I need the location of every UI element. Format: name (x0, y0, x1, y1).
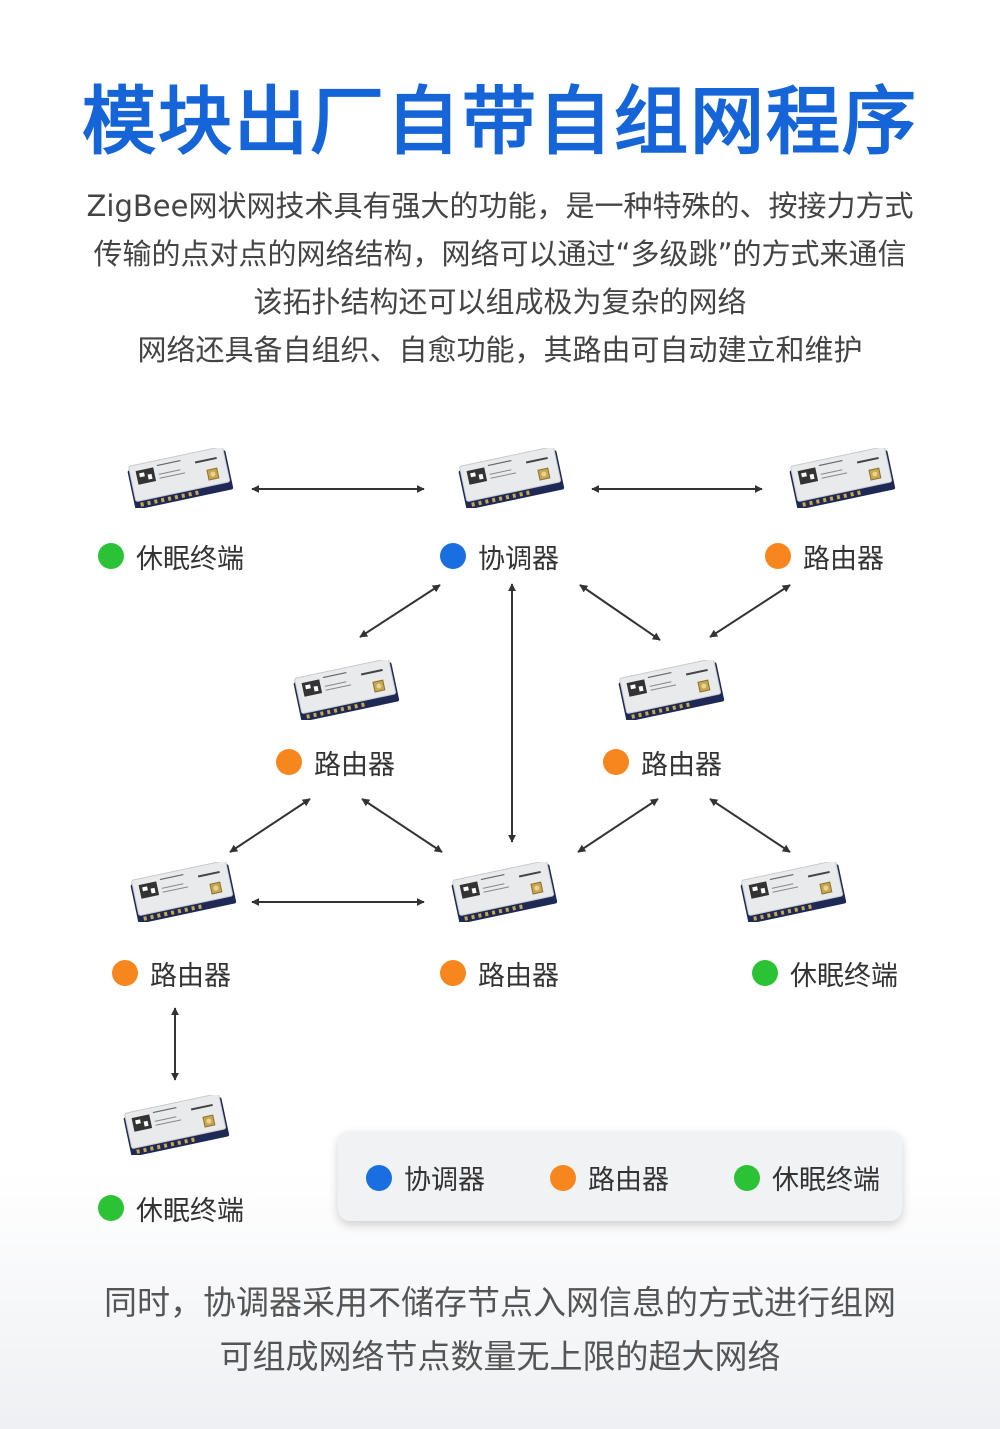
link-arrow (229, 798, 311, 853)
router-dot-icon (765, 543, 791, 569)
node-label-text: 休眠终端 (136, 1195, 244, 1227)
outro-line: 可组成网络节点数量无上限的超大网络 (219, 1337, 781, 1376)
node-label-end-device: 休眠终端 (98, 538, 244, 575)
router-dot-icon (276, 749, 302, 775)
intro-line: 传输的点对点的网络结构，网络可以通过“多级跳”的方式来通信 (93, 237, 907, 271)
node-label-end-device: 休眠终端 (752, 955, 898, 992)
end-device-dot-icon (98, 1195, 124, 1221)
router-dot-icon (550, 1164, 576, 1191)
legend-item-end-device: 休眠终端 (734, 1158, 880, 1197)
end-device-dot-icon (752, 960, 778, 986)
page-title: 模块出厂自带自组网程序 (82, 79, 918, 165)
legend-label: 休眠终端 (772, 1165, 880, 1196)
zigbee-module-image (615, 658, 727, 722)
legend-label: 协调器 (404, 1165, 485, 1196)
link-arrow (579, 584, 661, 641)
coordinator-dot-icon (440, 543, 466, 569)
outro-paragraph: 同时，协调器采用不储存节点入网信息的方式进行组网 可组成网络节点数量无上限的超大… (40, 1276, 960, 1384)
link-arrow (361, 798, 443, 853)
node-label-end-device: 休眠终端 (98, 1190, 244, 1227)
node-label-router: 路由器 (440, 955, 559, 992)
link-arrow (709, 798, 791, 853)
node-label-router: 路由器 (276, 744, 395, 781)
legend-item-router: 路由器 (550, 1158, 669, 1197)
node-label-text: 路由器 (150, 960, 231, 992)
end-device-dot-icon (98, 543, 124, 569)
node-label-text: 协调器 (478, 543, 559, 575)
intro-line: ZigBee网状网技术具有强大的功能，是一种特殊的、按接力方式 (86, 189, 914, 223)
link-arrow (359, 584, 441, 638)
node-label-text: 路由器 (314, 749, 395, 781)
outro-line: 同时，协调器采用不储存节点入网信息的方式进行组网 (104, 1283, 896, 1322)
intro-paragraph: ZigBee网状网技术具有强大的功能，是一种特殊的、按接力方式 传输的点对点的网… (40, 182, 960, 374)
node-label-text: 休眠终端 (790, 960, 898, 992)
node-label-router: 路由器 (112, 955, 231, 992)
node-label-router: 路由器 (603, 744, 722, 781)
legend-item-coordinator: 协调器 (366, 1158, 485, 1197)
end-device-dot-icon (734, 1164, 760, 1191)
zigbee-module-image (124, 446, 236, 510)
coordinator-dot-icon (366, 1164, 392, 1191)
zigbee-module-image (737, 860, 849, 924)
router-dot-icon (440, 960, 466, 986)
node-label-text: 休眠终端 (136, 543, 244, 575)
node-label-text: 路由器 (478, 960, 559, 992)
node-label-text: 路由器 (803, 543, 884, 575)
zigbee-module-image (120, 1093, 232, 1157)
link-arrow (577, 798, 659, 853)
zigbee-module-image (127, 860, 239, 924)
router-dot-icon (603, 749, 629, 775)
zigbee-module-image (455, 446, 567, 510)
node-label-router: 路由器 (765, 538, 884, 575)
node-label-text: 路由器 (641, 749, 722, 781)
zigbee-module-image (786, 446, 898, 510)
link-arrow (709, 584, 791, 638)
legend-label: 路由器 (588, 1165, 669, 1196)
intro-line: 该拓扑结构还可以组成极为复杂的网络 (253, 285, 747, 319)
node-label-coordinator: 协调器 (440, 538, 559, 575)
zigbee-module-image (290, 658, 402, 722)
router-dot-icon (112, 960, 138, 986)
zigbee-module-image (448, 860, 560, 924)
intro-line: 网络还具备自组织、自愈功能，其路由可自动建立和维护 (137, 333, 863, 367)
legend: 协调器 路由器 休眠终端 (338, 1131, 902, 1221)
